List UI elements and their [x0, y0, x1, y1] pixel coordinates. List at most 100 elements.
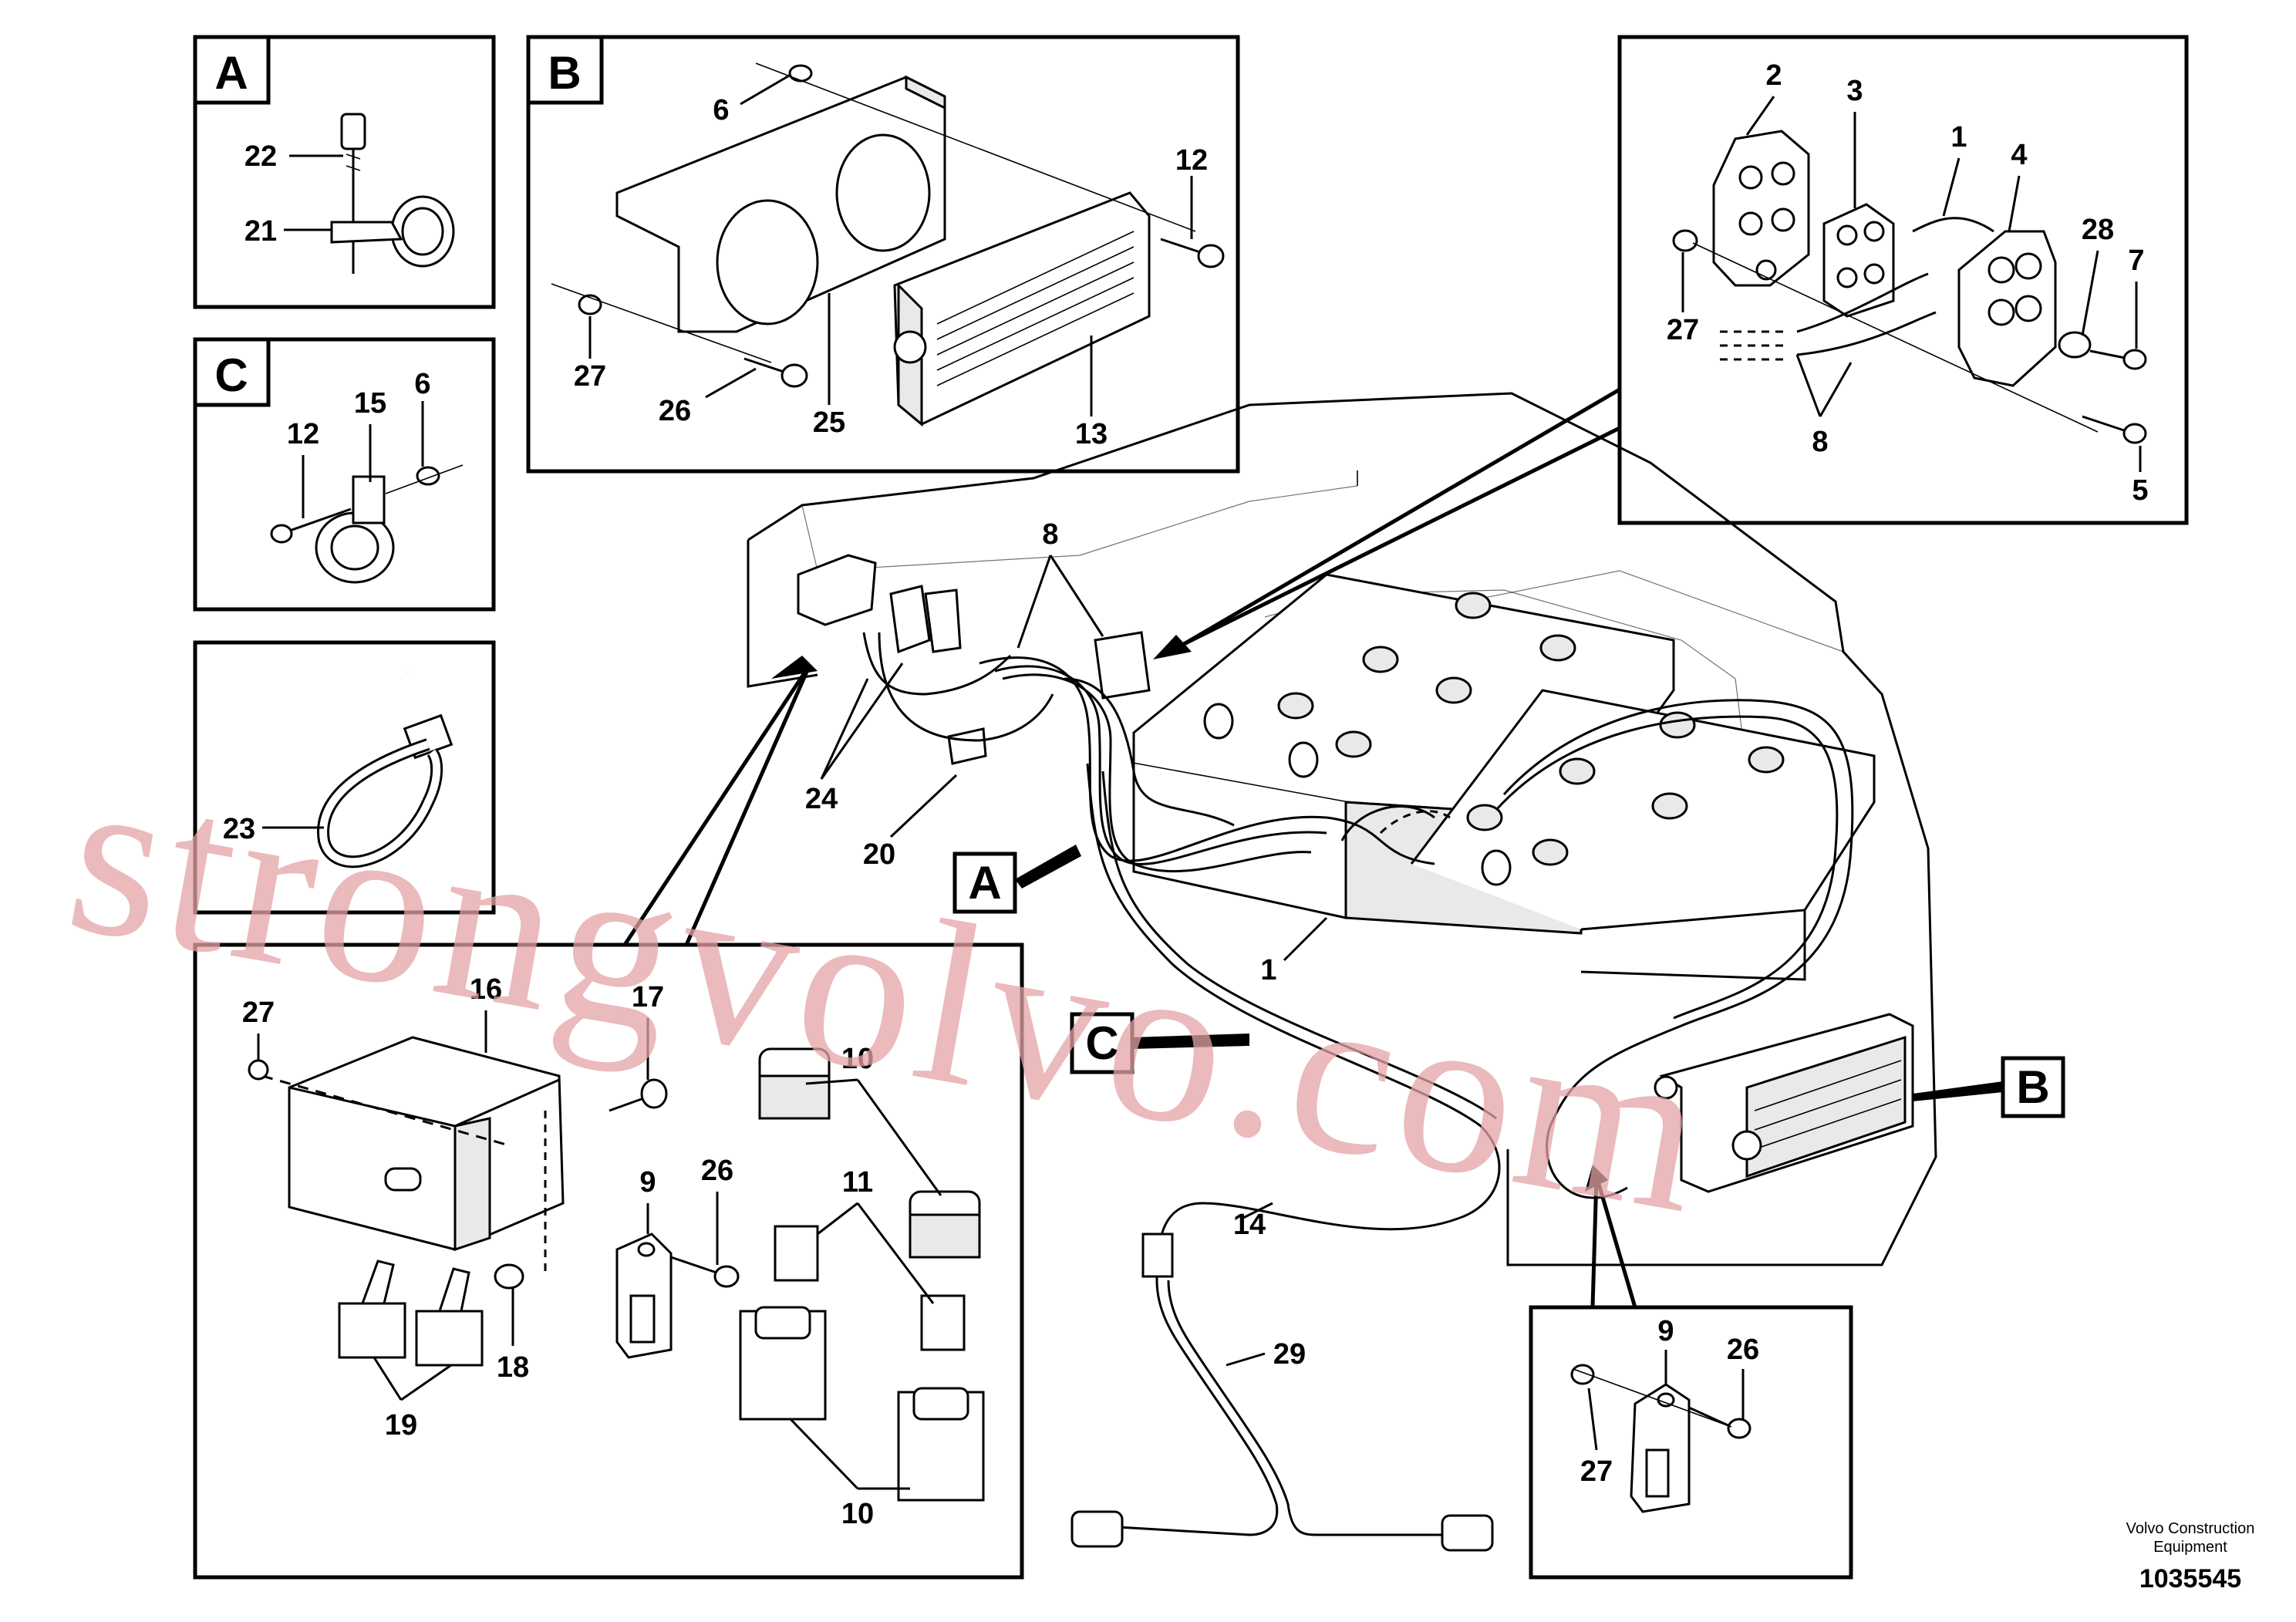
fuses-11 — [774, 1225, 966, 1351]
connector-grommet — [1141, 1233, 1174, 1278]
flag-b: B — [1913, 1056, 2065, 1118]
callout-8: 8 — [1042, 518, 1058, 551]
flag-a: A — [952, 845, 1081, 914]
callout-16: 16 — [470, 973, 502, 1006]
callout-9: 9 — [639, 1166, 656, 1199]
callout-9: 9 — [1657, 1315, 1674, 1347]
callout-14: 14 — [1233, 1209, 1266, 1241]
harness — [862, 632, 1854, 1281]
plate-3 — [1822, 203, 1895, 318]
callout-26: 26 — [701, 1155, 733, 1187]
callout-27: 27 — [574, 360, 606, 393]
detail-leaders — [622, 387, 1637, 1308]
bolt-7 — [2089, 349, 2147, 370]
callout-15: 15 — [354, 387, 386, 420]
connector-9-g — [1630, 1383, 1691, 1513]
callout-26: 26 — [659, 395, 691, 427]
callout-4: 4 — [2011, 139, 2027, 171]
panel-b: B — [526, 35, 1240, 474]
callout-27: 27 — [1580, 1455, 1613, 1488]
panel-f: 2 3 1 4 28 7 27 8 5 — [1617, 35, 2189, 525]
drawing-number: 1035545 — [2139, 1564, 2241, 1593]
callout-8: 8 — [1812, 426, 1828, 458]
nut-18 — [494, 1263, 524, 1290]
bolt-26-e — [670, 1256, 740, 1288]
callout-20: 20 — [863, 838, 895, 871]
washer-27-e — [248, 1059, 269, 1081]
callout-18: 18 — [497, 1351, 529, 1384]
callout-10: 10 — [841, 1498, 874, 1530]
control-unit-mounted — [1654, 1013, 1914, 1193]
washer-27-g — [1570, 1364, 1595, 1385]
plug-left — [1070, 1510, 1124, 1548]
callout-24: 24 — [805, 783, 838, 815]
footer-company-line2: Equipment — [2153, 1539, 2227, 1556]
flag-a-letter: A — [968, 857, 1001, 909]
callout-13: 13 — [1075, 418, 1108, 450]
flag-b-letter: B — [2016, 1061, 2049, 1113]
callout-11: 11 — [842, 1166, 873, 1199]
bracket-25 — [615, 75, 946, 333]
control-unit-13 — [893, 191, 1151, 427]
bolt-26-b — [743, 357, 808, 388]
callout-27: 27 — [242, 996, 275, 1029]
washer-6-b — [788, 64, 813, 83]
callout-6: 6 — [713, 94, 729, 126]
footer-company-line1: Volvo Construction — [2126, 1520, 2255, 1537]
footer: Volvo Construction Equipment 1035545 — [2126, 1520, 2255, 1593]
callout-1: 1 — [1950, 121, 1967, 153]
panel-g: 9 26 27 — [1529, 1305, 1853, 1580]
bolt-5 — [2082, 415, 2147, 444]
callout-22: 22 — [244, 140, 277, 173]
panel-e: 27 16 17 10 9 26 11 18 19 10 — [193, 943, 1024, 1580]
callout-3: 3 — [1846, 75, 1863, 107]
washer-28 — [2058, 331, 2092, 359]
bolt-17 — [609, 1078, 668, 1112]
callout-2: 2 — [1765, 59, 1782, 92]
callout-19: 19 — [385, 1409, 417, 1442]
callout-21: 21 — [244, 215, 277, 248]
bolt-12-b — [1160, 238, 1225, 268]
batteries — [1132, 573, 1876, 981]
flag-c-letter: C — [1085, 1017, 1118, 1069]
callout-17: 17 — [632, 981, 664, 1013]
callout-25: 25 — [813, 406, 845, 439]
callout-7: 7 — [2128, 244, 2144, 277]
bolt-26-g — [1688, 1406, 1752, 1439]
bolt-22 — [340, 113, 366, 224]
callout-23: 23 — [223, 813, 255, 845]
callout-27: 27 — [1667, 314, 1699, 346]
plug-right — [1441, 1514, 1494, 1552]
relays-10 — [739, 1047, 985, 1502]
panel-c-letter: C — [214, 349, 248, 401]
callout-12: 12 — [287, 418, 319, 450]
callout-12: 12 — [1175, 144, 1208, 177]
clamp-21 — [330, 195, 455, 274]
connector-9-e — [615, 1233, 673, 1359]
cable-tie-23 — [317, 672, 453, 868]
callout-5: 5 — [2132, 474, 2148, 507]
panel-c: C 12 15 6 — [193, 337, 496, 612]
panel-b-letter: B — [548, 47, 581, 99]
switch-box-16 — [261, 1036, 565, 1273]
panel-a: A 22 21 — [193, 35, 496, 309]
clamp-15 — [315, 475, 395, 584]
washer-27-f — [1672, 229, 1698, 252]
toggle-switches-19 — [338, 1259, 484, 1367]
main-callouts: 8 24 20 1 14 29 A C B — [805, 518, 2065, 1371]
terminal-block-4 — [1957, 230, 2057, 387]
main-assembly — [747, 392, 1937, 1552]
panel-d: 23 — [193, 640, 496, 915]
cables-1-8 — [1720, 217, 1994, 361]
panel-a-letter: A — [214, 47, 248, 99]
washer-6-c — [416, 466, 440, 486]
callout-1: 1 — [1260, 954, 1276, 986]
cable-29 — [1070, 1233, 1494, 1552]
callout-10: 10 — [841, 1043, 874, 1075]
flag-c: C — [1070, 1012, 1249, 1074]
callout-6: 6 — [414, 368, 430, 400]
bolt-12-c — [270, 508, 352, 544]
callout-29: 29 — [1273, 1338, 1306, 1371]
callout-26: 26 — [1727, 1334, 1759, 1366]
